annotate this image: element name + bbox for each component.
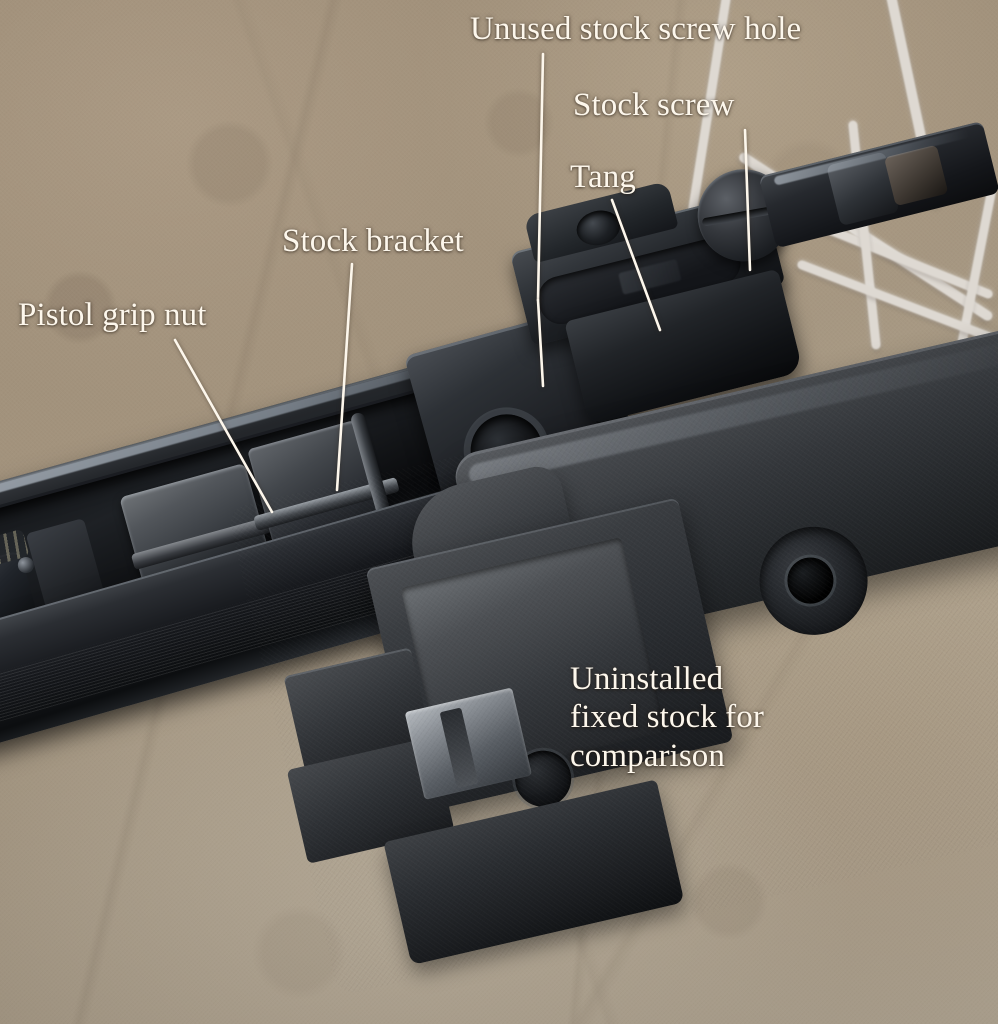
label-tang: Tang bbox=[570, 159, 636, 195]
label-pistol-grip-nut: Pistol grip nut bbox=[18, 297, 207, 333]
label-uninstalled-fixed-stock: Uninstalled fixed stock for comparison bbox=[570, 661, 764, 774]
label-stock-bracket: Stock bracket bbox=[282, 223, 464, 259]
label-unused-stock-screw-hole: Unused stock screw hole bbox=[470, 11, 802, 47]
label-stock-screw: Stock screw bbox=[573, 87, 735, 123]
